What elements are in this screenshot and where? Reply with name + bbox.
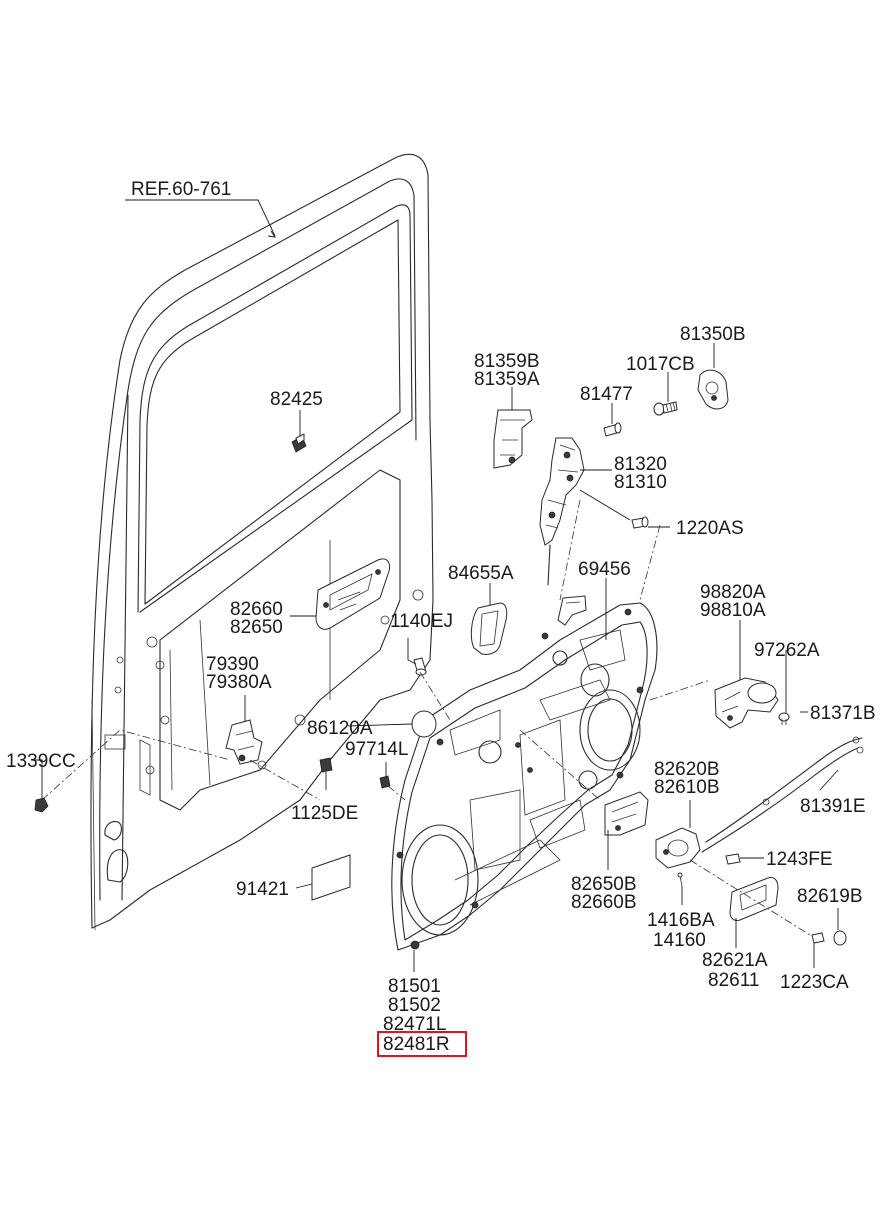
label-84655A[interactable]: 84655A <box>448 563 514 584</box>
part-82660-outside-handle <box>315 558 391 630</box>
label-1017CB[interactable]: 1017CB <box>626 354 695 375</box>
label-1140EJ[interactable]: 1140EJ <box>390 611 453 632</box>
label-91421[interactable]: 91421 <box>236 879 289 900</box>
label-86120A[interactable]: 86120A <box>307 718 373 739</box>
label-1416BA[interactable]: 1416BA <box>647 910 715 931</box>
part-1243FE-screw <box>725 853 741 865</box>
label-81320[interactable]: 81320 <box>614 454 667 475</box>
label-82471L[interactable]: 82471L <box>383 1014 446 1035</box>
door-shell <box>90 153 434 931</box>
label-81477[interactable]: 81477 <box>580 384 633 405</box>
label-97714L[interactable]: 97714L <box>345 739 408 760</box>
part-82621A-bezel <box>729 877 779 921</box>
label-81350B[interactable]: 81350B <box>680 324 746 345</box>
part-81371B-cable <box>701 736 864 853</box>
part-82425-clip <box>291 433 307 453</box>
label-1223CA[interactable]: 1223CA <box>780 972 849 993</box>
door-module-panel <box>391 602 658 951</box>
label-82620B[interactable]: 82620B <box>654 759 720 780</box>
label-1339CC[interactable]: 1339CC <box>6 751 76 772</box>
part-82650B-bracket <box>604 791 649 836</box>
label-81359B[interactable]: 81359B <box>474 351 540 372</box>
leader-lines <box>32 199 839 972</box>
part-79390-hinge <box>225 719 263 765</box>
part-81359-bracket <box>493 409 533 469</box>
part-97714L-clip <box>379 775 391 789</box>
label-81391E[interactable]: 81391E <box>800 796 866 817</box>
label-81371B[interactable]: 81371B <box>810 703 876 724</box>
part-84655A-cover <box>470 602 508 655</box>
label-81310[interactable]: 81310 <box>614 472 667 493</box>
label-98820A[interactable]: 98820A <box>700 582 766 603</box>
label-82650B[interactable]: 82650B <box>571 874 637 895</box>
part-1223CA-screw <box>811 932 825 944</box>
part-97262A-screw <box>778 712 790 725</box>
part-1416BA-screw <box>677 872 683 887</box>
label-81501[interactable]: 81501 <box>388 976 441 997</box>
label-82621A[interactable]: 82621A <box>702 950 768 971</box>
part-86120A-seal <box>411 710 437 738</box>
part-81350B-cover <box>697 369 729 410</box>
label-79390[interactable]: 79390 <box>206 654 259 675</box>
label-14160[interactable]: 14160 <box>653 930 706 951</box>
part-1140EJ-bolt <box>413 657 427 676</box>
part-81320-latch <box>539 437 585 586</box>
part-98820A-motor <box>714 677 779 729</box>
part-1017CB-screw <box>653 401 678 416</box>
label-1125DE[interactable]: 1125DE <box>291 803 358 824</box>
label-82660B[interactable]: 82660B <box>571 892 637 913</box>
label-82619B[interactable]: 82619B <box>797 886 863 907</box>
part-69456-bracket <box>557 595 587 626</box>
part-1339CC-nut <box>34 797 49 813</box>
highlight-box <box>377 1031 467 1057</box>
part-91421-label <box>311 854 351 901</box>
label-81359A[interactable]: 81359A <box>474 369 540 390</box>
part-82620B-inside-handle <box>655 827 701 869</box>
label-82650[interactable]: 82650 <box>230 617 283 638</box>
label-79380A[interactable]: 79380A <box>206 672 272 693</box>
reference-label[interactable]: REF.60-761 <box>131 179 231 200</box>
part-81477-bolt <box>603 422 622 437</box>
part-labels: REF.60-761 81350B 81359B 81359A 1017CB 8… <box>6 179 876 1057</box>
part-1125DE-bolt <box>319 757 333 773</box>
label-98810A[interactable]: 98810A <box>700 600 766 621</box>
part-82619B-cap <box>833 930 847 946</box>
label-81502[interactable]: 81502 <box>388 995 441 1016</box>
label-82611[interactable]: 82611 <box>708 970 759 991</box>
label-1243FE[interactable]: 1243FE <box>766 849 833 870</box>
label-69456[interactable]: 69456 <box>578 559 631 580</box>
label-82425[interactable]: 82425 <box>270 389 323 410</box>
part-1220AS-screw <box>631 516 649 529</box>
label-82660[interactable]: 82660 <box>230 599 283 620</box>
label-82481R[interactable]: 82481R <box>383 1034 450 1055</box>
label-97262A[interactable]: 97262A <box>754 640 820 661</box>
label-1220AS[interactable]: 1220AS <box>676 518 744 539</box>
label-82610B[interactable]: 82610B <box>654 777 720 798</box>
